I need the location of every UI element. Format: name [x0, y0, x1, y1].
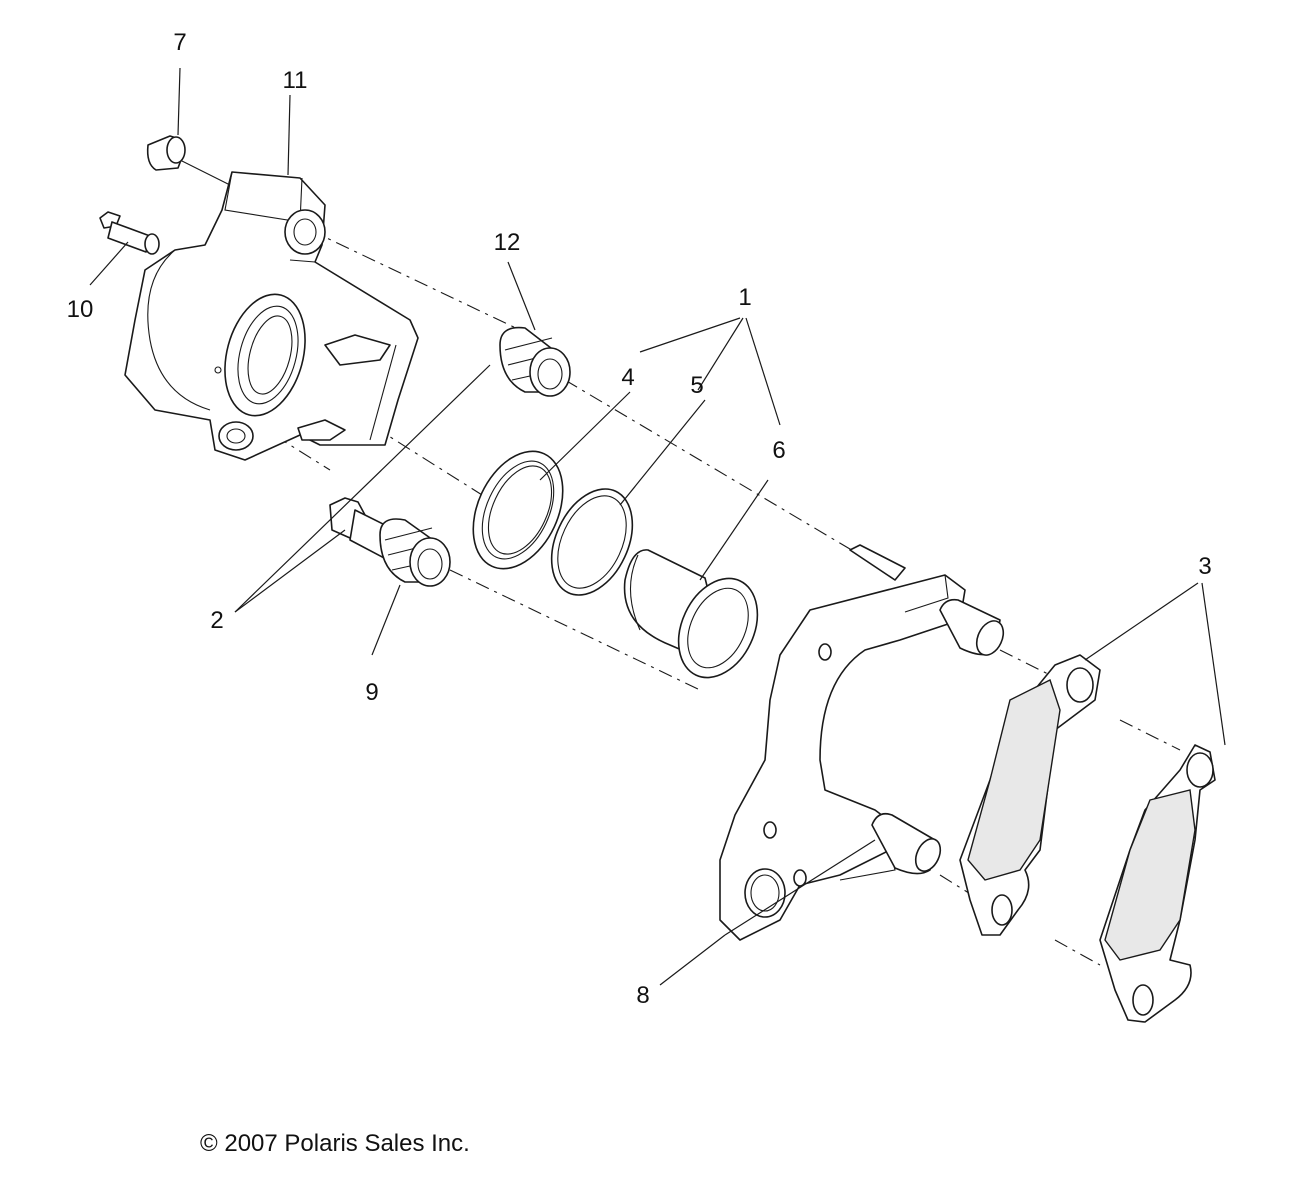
callout-8: 8: [636, 982, 649, 1009]
piston-seal: [550, 488, 634, 596]
brake-pad-outer: [1099, 744, 1216, 1023]
callout-11: 11: [283, 67, 308, 94]
callout-12: 12: [494, 229, 521, 256]
callout-2: 2: [210, 607, 223, 634]
callout-7: 7: [173, 29, 186, 56]
callout-4: 4: [621, 364, 634, 391]
pin-boot-lower: [379, 518, 451, 587]
dust-seal: [472, 450, 564, 570]
bleeder-cap: [146, 135, 186, 171]
brake-pad-inner: [959, 654, 1101, 936]
callout-labels: 1 2 3 4 5 6 7 8 9 10 11 12: [67, 29, 1212, 1009]
callout-5: 5: [690, 372, 703, 399]
leader-lines: [89, 67, 1226, 986]
copyright-notice: © 2007 Polaris Sales Inc.: [200, 1130, 470, 1157]
bleeder-screw: [99, 211, 160, 255]
caliper-housing: [124, 171, 419, 461]
caliper-bracket: [719, 544, 1005, 941]
assembly-axis-lines: [179, 159, 1181, 966]
callout-6: 6: [772, 437, 785, 464]
callout-3: 3: [1198, 553, 1211, 580]
callout-1: 1: [738, 284, 751, 311]
callout-9: 9: [365, 679, 378, 706]
pin-boot-upper: [499, 326, 571, 397]
piston: [623, 549, 759, 679]
callout-10: 10: [67, 296, 94, 323]
